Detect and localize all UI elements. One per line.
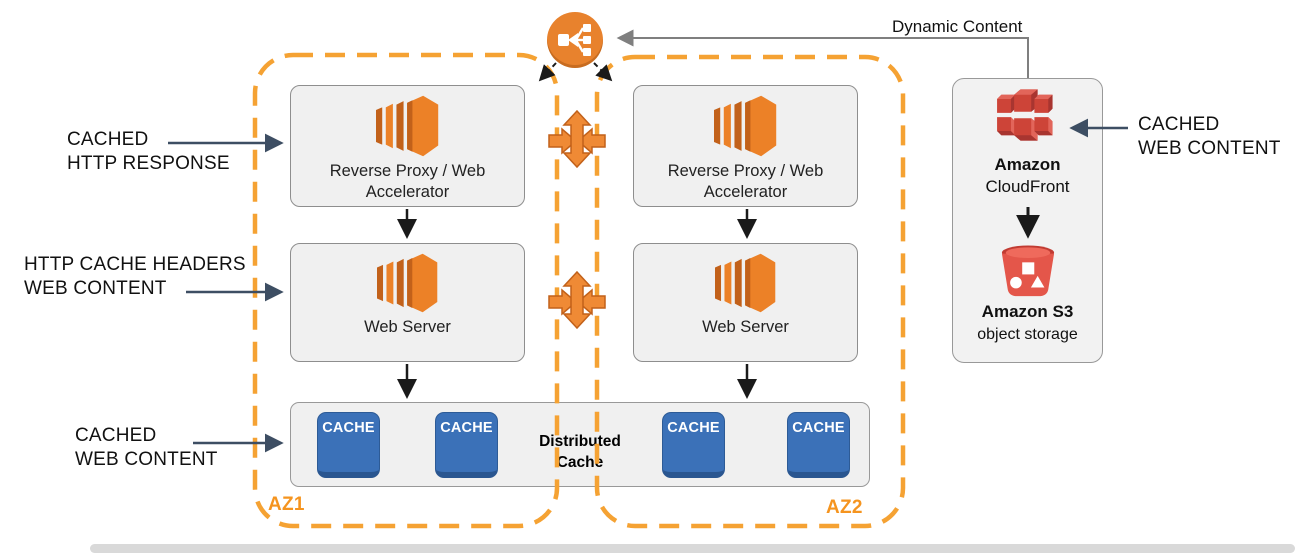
- label-http-cache-headers: HTTP CACHE HEADERS WEB CONTENT: [24, 253, 246, 301]
- label-line: CACHED: [1138, 114, 1220, 135]
- label-line: WEB CONTENT: [1138, 138, 1281, 159]
- web-server-box-az1: Web Server: [290, 243, 525, 362]
- node-label: Web Server: [364, 318, 451, 336]
- label-line: CACHED: [75, 425, 157, 446]
- cache-node: CACHE: [435, 412, 498, 478]
- label-dynamic-content: Dynamic Content: [892, 17, 1023, 36]
- label-cached-web-content-left: CACHED WEB CONTENT: [75, 424, 218, 472]
- label-line: HTTP RESPONSE: [67, 153, 230, 174]
- web-server-box-az2: Web Server: [633, 243, 858, 362]
- cloudfront-title: Amazon: [994, 155, 1061, 174]
- label-cached-http-response: CACHED HTTP RESPONSE: [67, 128, 230, 176]
- label-line: HTTP CACHE HEADERS: [24, 254, 246, 275]
- node-label: Web Server: [702, 318, 789, 336]
- load-balancer-icon: [547, 12, 603, 68]
- ec2-instance-icon: [376, 253, 437, 313]
- reverse-proxy-box-az2: Reverse Proxy / Web Accelerator: [633, 85, 858, 207]
- s3-bucket-icon: [1001, 245, 1055, 297]
- label-line: WEB CONTENT: [75, 449, 218, 470]
- label-line: Distributed: [539, 433, 621, 450]
- label-cached-web-content-right: CACHED WEB CONTENT: [1138, 113, 1281, 161]
- dynamic-content-line: [616, 29, 1029, 78]
- cloudfront-subtitle: CloudFront: [985, 177, 1070, 196]
- label-line: WEB CONTENT: [24, 278, 167, 299]
- cache-node: CACHE: [787, 412, 850, 478]
- replication-arrows-icon: [548, 109, 606, 169]
- horizontal-scrollbar[interactable]: [90, 544, 1295, 553]
- node-label: Reverse Proxy / Web Accelerator: [667, 162, 824, 201]
- cache-node: CACHE: [662, 412, 725, 478]
- az2-label: AZ2: [826, 497, 863, 518]
- elb-to-az1-arrow: [538, 62, 557, 82]
- cloudfront-icon: [997, 89, 1053, 141]
- label-line: Cache: [556, 454, 604, 471]
- elb-to-az2-arrow: [593, 62, 613, 82]
- node-label: Reverse Proxy / Web Accelerator: [329, 162, 486, 201]
- s3-subtitle: object storage: [977, 326, 1078, 343]
- ec2-instance-icon: [375, 95, 438, 157]
- label-line: CACHED: [67, 129, 149, 150]
- replication-arrows-icon: [548, 270, 606, 330]
- ec2-instance-icon: [713, 95, 776, 157]
- ec2-instance-icon: [714, 253, 775, 313]
- cache-node: CACHE: [317, 412, 380, 478]
- az1-label: AZ1: [268, 494, 305, 515]
- s3-title: Amazon S3: [981, 302, 1074, 321]
- distributed-cache-label: Distributed Cache: [518, 431, 642, 473]
- reverse-proxy-box-az1: Reverse Proxy / Web Accelerator: [290, 85, 525, 207]
